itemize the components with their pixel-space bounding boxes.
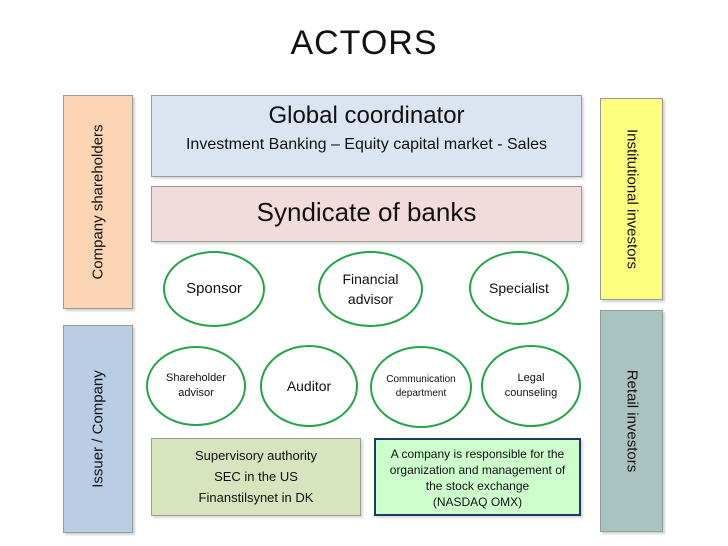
auditor-circle: Auditor bbox=[260, 345, 358, 427]
communication-department-label-1: Communication bbox=[386, 374, 456, 385]
page-title: ACTORS bbox=[290, 24, 438, 62]
sponsor-circle: Sponsor bbox=[163, 251, 265, 327]
global-coordinator-title: Global coordinator bbox=[268, 102, 465, 129]
communication-department-circle: Communication department bbox=[370, 346, 472, 428]
supervisory-authority-box: Supervisory authority SEC in the US Fina… bbox=[151, 438, 361, 516]
legal-counseling-label-2: counseling bbox=[504, 387, 558, 399]
exchange-line-2: organization and management of bbox=[389, 463, 566, 477]
retail-investors-label: Retail investors bbox=[623, 369, 640, 473]
syndicate-box: Syndicate of banks bbox=[151, 186, 582, 242]
institutional-investors-panel: Institutional investors bbox=[600, 98, 663, 300]
financial-advisor-label-1: Financial bbox=[342, 271, 399, 287]
institutional-investors-label: Institutional investors bbox=[623, 128, 640, 270]
syndicate-title: Syndicate of banks bbox=[256, 197, 477, 227]
supervisory-line-2: SEC in the US bbox=[214, 469, 298, 484]
shareholder-advisor-label-2: advisor bbox=[178, 387, 214, 399]
sponsor-label: Sponsor bbox=[186, 280, 242, 297]
shareholder-advisor-circle: Shareholder advisor bbox=[146, 346, 246, 426]
legal-counseling-label-1: Legal bbox=[517, 372, 545, 384]
communication-department-label-2: department bbox=[395, 388, 447, 399]
company-shareholders-panel: Company shareholders bbox=[63, 95, 133, 309]
issuer-company-label: Issuer / Company bbox=[89, 370, 107, 488]
global-coordinator-subtitle: Investment Banking – Equity capital mark… bbox=[185, 136, 548, 153]
specialist-circle: Specialist bbox=[469, 251, 569, 325]
supervisory-line-3: Finanstilsynet in DK bbox=[198, 490, 314, 505]
stock-exchange-box: A company is responsible for the organiz… bbox=[374, 438, 581, 516]
exchange-line-3: the stock exchange bbox=[425, 479, 530, 493]
specialist-label: Specialist bbox=[489, 280, 549, 296]
financial-advisor-label-2: advisor bbox=[347, 291, 394, 307]
financial-advisor-circle: Financial advisor bbox=[318, 251, 423, 327]
issuer-company-panel: Issuer / Company bbox=[63, 325, 133, 533]
retail-investors-panel: Retail investors bbox=[600, 310, 663, 532]
exchange-line-1: A company is responsible for the bbox=[390, 447, 565, 461]
legal-counseling-circle: Legal counseling bbox=[481, 345, 581, 427]
auditor-label: Auditor bbox=[286, 378, 332, 394]
company-shareholders-label: Company shareholders bbox=[89, 124, 107, 280]
exchange-line-4: (NASDAQ OMX) bbox=[432, 495, 523, 509]
supervisory-line-1: Supervisory authority bbox=[194, 448, 318, 463]
global-coordinator-box: Global coordinator Investment Banking – … bbox=[151, 95, 582, 177]
shareholder-advisor-label-1: Shareholder bbox=[166, 372, 226, 384]
